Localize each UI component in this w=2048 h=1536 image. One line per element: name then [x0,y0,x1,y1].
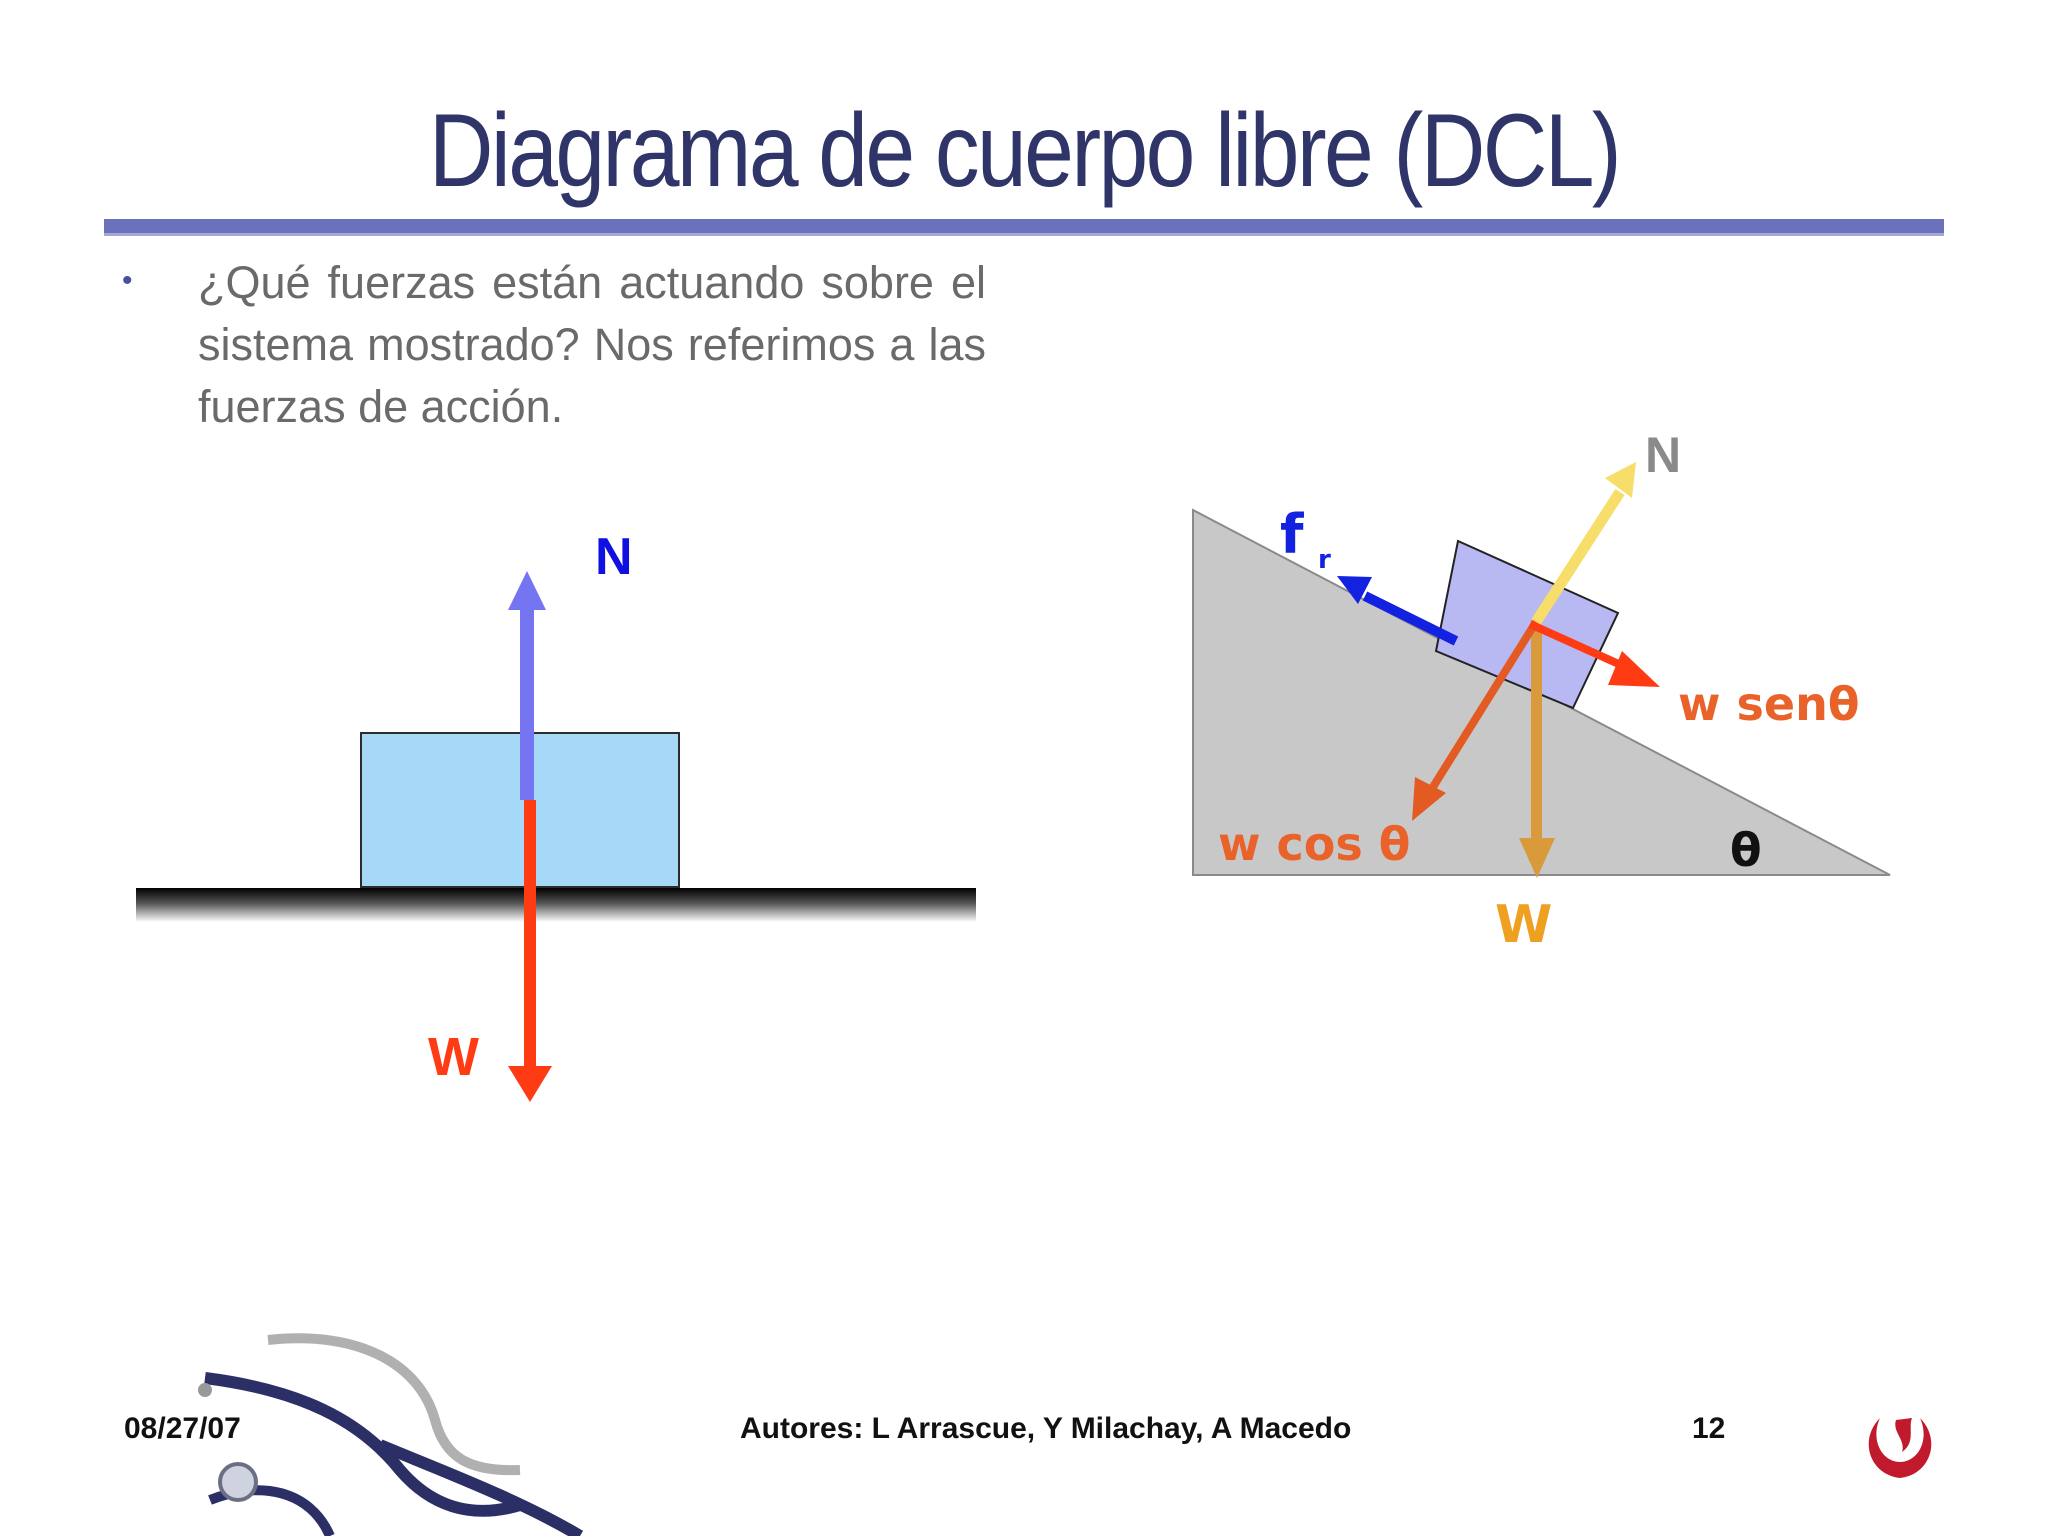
footer-date: 08/27/07 [124,1412,241,1445]
flat-normal-label: N [595,528,633,586]
incline-normal-label: N [1645,427,1681,483]
page-number: 12 [1692,1412,1726,1445]
friction-label: f [1280,503,1304,566]
w-cos-arrow [1412,619,1540,821]
friction-arrow [1337,576,1459,646]
bullet-text: ¿Qué fuerzas están actuando sobre el sis… [198,257,986,432]
ground-surface [136,888,976,922]
incline-diagram: N f r w senθ w cos θ W θ [1192,427,1891,955]
normal-force-arrow [508,571,546,800]
friction-subscript: r [1318,545,1331,575]
incline-weight-arrow [1519,630,1555,878]
title-rule [104,219,1944,236]
footer-authors: Autores: L Arrascue, Y Milachay, A Maced… [740,1412,1352,1445]
flat-surface-diagram: N W [136,528,976,1102]
weight-force-arrow [508,800,552,1102]
w-sen-arrow [1528,620,1660,687]
incline-block [1434,539,1620,710]
w-cos-label: w cos θ [1218,817,1410,871]
incline-normal-arrow [1531,462,1636,625]
flat-weight-label: W [428,1027,479,1087]
slide-title: Diagrama de cuerpo libre (DCL) [428,93,1622,209]
bullet-icon: • [122,264,133,297]
angle-label: θ [1730,823,1762,877]
w-sen-label: w senθ [1678,677,1859,731]
incline-weight-label: W [1495,895,1552,955]
stethoscope-icon [198,1333,584,1536]
university-logo-icon [1868,1418,1932,1478]
